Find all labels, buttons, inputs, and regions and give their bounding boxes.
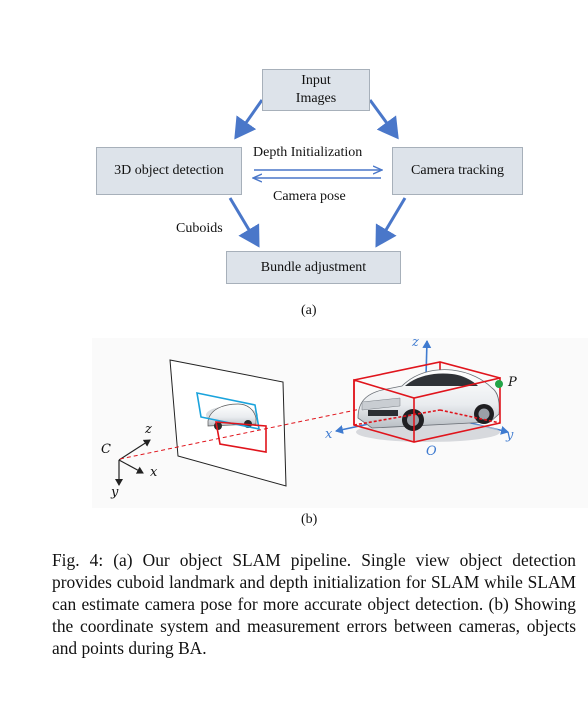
arrow-input-to-detection [234,99,264,140]
camera-pose-label: Camera pose [273,189,346,204]
camera-tracking-box: Camera tracking [392,147,523,195]
camera-z-label: z [145,422,152,437]
point-p-marker [495,380,503,388]
projection-2d-box [196,391,260,431]
subfigure-a-label: (a) [301,303,317,318]
arrow-detection-to-ba [228,197,260,248]
arrow-input-to-tracking [368,99,399,140]
camera-center-label: C [101,442,111,457]
camera-x-axis [118,459,144,474]
arrow-tracking-to-ba [375,197,407,248]
projected-cuboid-box [215,421,267,453]
bundle-adjustment-box: Bundle adjustment [226,251,401,284]
object-detection-box: 3D object detection [96,147,242,195]
object-cuboid-front [353,376,501,443]
camera-z-axis [118,439,151,461]
input-images-box: Input Images [262,69,370,111]
camera-object-ray [119,404,381,460]
camera-y-label: y [111,485,119,500]
figure-caption: Fig. 4: (a) Our object SLAM pipeline. Si… [52,550,576,658]
object-origin-label: O [426,444,437,459]
car-photo [356,369,500,442]
input-label-line2: Images [295,91,337,106]
camera-x-label: x [150,465,158,480]
object-x-label: x [325,427,333,442]
subfigure-b-label: (b) [301,512,318,527]
point-p-label: P [508,375,517,390]
object-y-label: y [506,428,514,443]
depth-init-label: Depth Initialization [253,145,363,160]
figure-b-background [92,338,588,508]
input-label-line1: Input [301,73,331,88]
object-z-label: z [412,335,419,350]
cuboids-label: Cuboids [176,221,223,236]
